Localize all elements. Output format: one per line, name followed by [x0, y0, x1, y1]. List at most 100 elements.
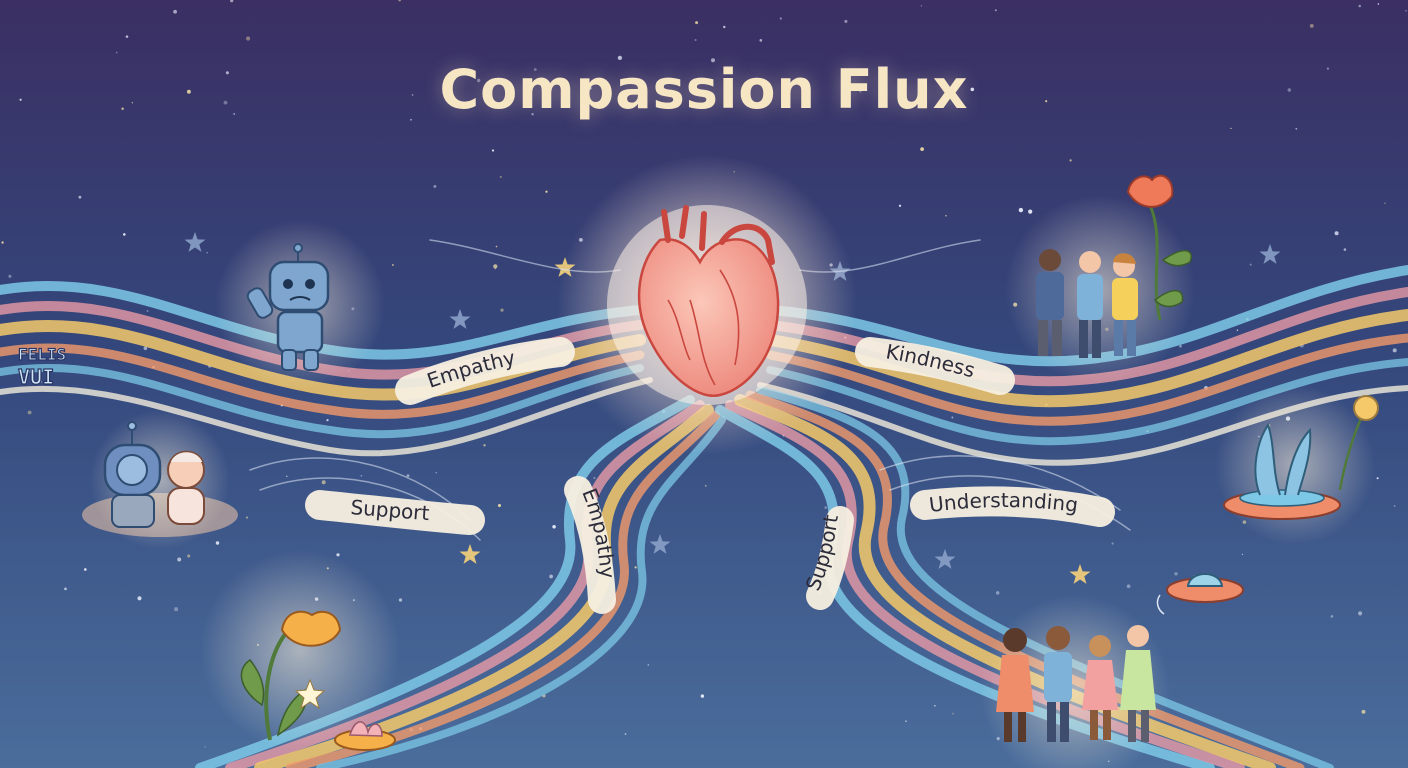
- star-dot: [1236, 329, 1239, 331]
- star-dot: [844, 19, 848, 23]
- star-dot: [945, 214, 947, 217]
- star-dot: [360, 474, 363, 477]
- star-dot: [1174, 572, 1178, 576]
- star-dot: [477, 78, 481, 83]
- children-holding-hands-icon: [980, 595, 1170, 768]
- star-dot: [970, 87, 975, 92]
- star-dot: [552, 525, 556, 529]
- star-dot: [1028, 209, 1033, 214]
- star-dot: [1249, 263, 1252, 266]
- star-dot: [39, 380, 43, 384]
- corner-logo-text: FELIS VUI: [17, 344, 66, 389]
- star-dot: [549, 574, 553, 579]
- star-dot: [223, 100, 228, 105]
- people-holding-hands-icon: [1005, 195, 1195, 385]
- star-dot: [495, 245, 498, 248]
- star-dot: [695, 21, 699, 25]
- star-dot: [995, 591, 1000, 595]
- star-dot: [593, 476, 596, 480]
- ufo-icon: [1156, 573, 1244, 615]
- star-dot: [215, 541, 220, 545]
- star-dot: [491, 149, 495, 152]
- star-dot: [545, 190, 548, 193]
- alien-plant-saucer-icon: [1215, 385, 1379, 545]
- star-dot: [493, 264, 498, 269]
- star-dot: [245, 516, 249, 519]
- star-icon: [649, 534, 671, 554]
- star-dot: [230, 0, 234, 3]
- star-dot: [1045, 100, 1048, 103]
- center-left-down-flow: [195, 395, 726, 768]
- star-dot: [588, 86, 592, 90]
- star-dot: [898, 204, 902, 207]
- corner-text-line-2: VUI: [18, 365, 54, 389]
- star-dot: [326, 418, 329, 422]
- star-dot: [497, 503, 502, 508]
- star-dot: [173, 9, 177, 14]
- star-dot: [121, 107, 124, 110]
- star-icon: [459, 544, 481, 564]
- star-dot: [1393, 505, 1396, 507]
- star-dot: [186, 89, 191, 94]
- star-dot: [336, 553, 340, 557]
- star-dot: [19, 98, 22, 101]
- star-dot: [1111, 542, 1114, 545]
- star-dot: [1330, 615, 1334, 618]
- star-dot: [952, 712, 954, 715]
- flower-icon: [200, 550, 400, 751]
- star-dot: [1405, 10, 1407, 12]
- star-dot: [624, 733, 627, 735]
- star-dot: [125, 35, 129, 38]
- star-dot: [779, 17, 782, 20]
- star-dot: [859, 90, 862, 93]
- star-dot: [759, 39, 763, 42]
- star-dot: [206, 251, 208, 254]
- star-dot: [531, 113, 534, 116]
- star-dot: [694, 38, 697, 42]
- robot-hugging-child-icon: [82, 410, 238, 550]
- star-icon: [449, 309, 471, 329]
- star-dot: [146, 310, 149, 312]
- anatomical-heart-icon: [557, 155, 857, 455]
- star-dot: [406, 474, 410, 478]
- star-dot: [1377, 3, 1380, 5]
- star-dot: [27, 410, 32, 415]
- page-title: Compassion Flux: [439, 58, 969, 121]
- star-dot: [994, 9, 997, 12]
- star-dot: [1241, 553, 1244, 556]
- star-dot: [499, 175, 502, 178]
- star-dot: [710, 58, 716, 63]
- star-dot: [533, 68, 537, 71]
- star-dot: [1, 241, 4, 244]
- star-dot: [920, 5, 923, 7]
- star-dot: [1126, 584, 1131, 589]
- star-dot: [723, 25, 726, 29]
- star-dot: [143, 346, 148, 351]
- star-dot: [64, 587, 67, 591]
- star-icon: [184, 232, 206, 252]
- star-dot: [410, 118, 412, 121]
- star-dot: [1018, 207, 1024, 213]
- star-dot: [1334, 231, 1339, 236]
- star-dot: [824, 506, 828, 509]
- star-dot: [204, 746, 206, 748]
- star-dot: [1179, 344, 1182, 348]
- star-dot: [1376, 477, 1379, 480]
- star-dot: [115, 51, 118, 54]
- star-dot: [647, 664, 650, 666]
- star-dot: [617, 55, 623, 61]
- sad-robot-icon: [215, 220, 385, 390]
- star-icon: [1259, 244, 1281, 264]
- star-dot: [1358, 4, 1361, 8]
- tall-flower-icon: [1126, 174, 1192, 321]
- star-dot: [951, 416, 954, 419]
- star-dot: [78, 195, 82, 199]
- star-dot: [1384, 202, 1386, 204]
- star-icon: [1069, 564, 1091, 584]
- star-dot: [123, 233, 126, 236]
- star-dot: [411, 94, 414, 96]
- star-dot: [905, 720, 907, 723]
- star-dot: [137, 596, 142, 601]
